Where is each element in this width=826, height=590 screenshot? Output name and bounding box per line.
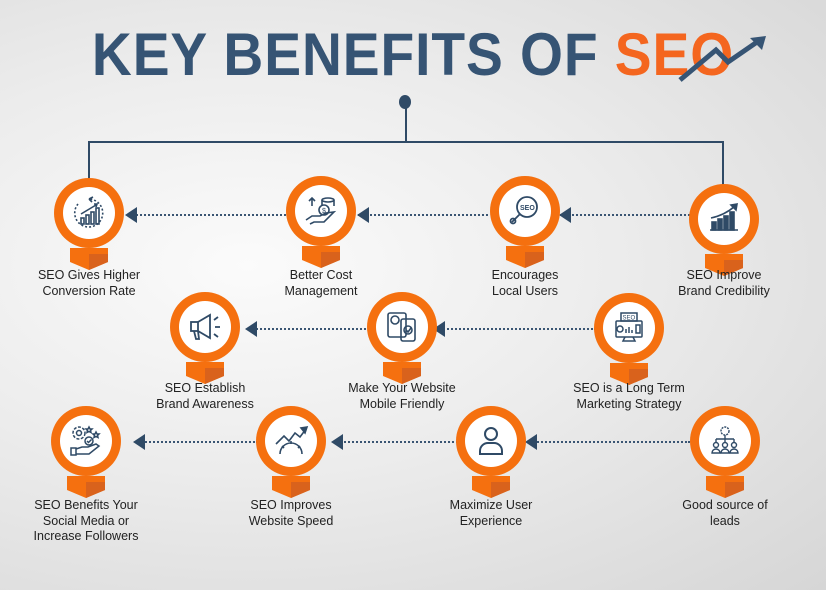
svg-text:$: $ xyxy=(322,208,326,215)
megaphone-icon xyxy=(190,313,220,340)
connector-line xyxy=(88,141,724,143)
connector-line xyxy=(405,108,407,142)
benefit-node: $ xyxy=(286,176,356,272)
arrowhead-icon xyxy=(331,434,343,450)
flow-arrow xyxy=(138,441,258,443)
title-prefix: KEY BENEFITS OF xyxy=(91,21,615,88)
connector-dot xyxy=(399,95,411,109)
flow-arrow xyxy=(248,328,366,330)
benefit-node: SEO xyxy=(594,293,664,389)
arrowhead-icon xyxy=(559,207,571,223)
arrowhead-icon xyxy=(133,434,145,450)
benefit-node xyxy=(367,292,437,388)
svg-text:SEO: SEO xyxy=(623,316,636,322)
growth-arrow-icon xyxy=(678,36,766,82)
connector-line xyxy=(88,141,90,179)
connector-line xyxy=(722,141,724,185)
flow-arrow xyxy=(128,214,286,216)
hand-coins-icon: $ xyxy=(305,196,337,225)
benefit-node xyxy=(256,406,326,502)
seo-monitor-icon: SEO xyxy=(615,312,643,342)
user-icon xyxy=(479,427,503,455)
conversion-chart-icon xyxy=(73,196,104,228)
arrowhead-icon xyxy=(357,207,369,223)
benefit-node xyxy=(689,184,759,280)
benefit-node xyxy=(54,178,124,274)
benefit-node xyxy=(170,292,240,388)
lead-network-icon xyxy=(711,426,739,454)
svg-text:SEO: SEO xyxy=(520,205,535,212)
arrowhead-icon xyxy=(245,321,257,337)
arrowhead-icon xyxy=(525,434,537,450)
bar-chart-growth-icon xyxy=(710,203,738,231)
seo-magnifier-icon: SEO xyxy=(509,196,538,225)
flow-arrow xyxy=(530,441,690,443)
benefit-node xyxy=(690,406,760,502)
benefit-node xyxy=(456,406,526,502)
flow-arrow xyxy=(436,328,596,330)
speed-gear-icon xyxy=(275,425,309,455)
flow-arrow xyxy=(560,214,690,216)
flow-arrow xyxy=(358,214,488,216)
benefit-node: SEO xyxy=(490,176,560,272)
arrowhead-icon xyxy=(125,207,137,223)
social-hand-icon xyxy=(70,425,101,456)
flow-arrow xyxy=(336,441,458,443)
benefit-node xyxy=(51,406,121,502)
mobile-devices-icon xyxy=(387,312,416,342)
